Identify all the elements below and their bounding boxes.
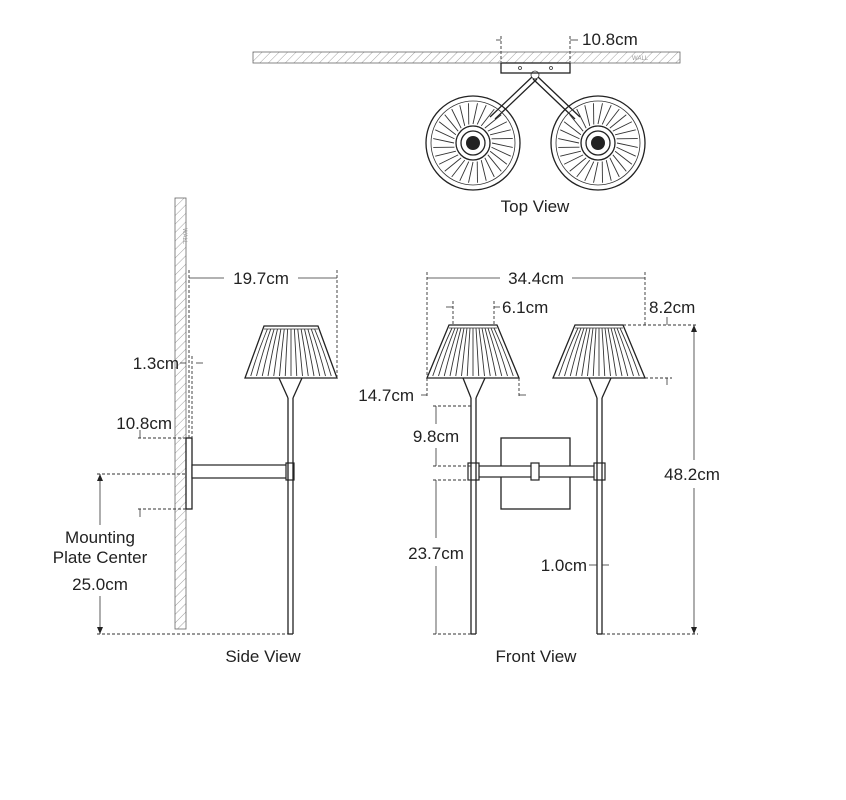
dim-label-top-plate-width: 10.8cm: [582, 30, 638, 49]
top-arm-right-b: [532, 78, 576, 120]
front-stem-right: [588, 377, 612, 635]
dim-label-front-overall-width: 34.4cm: [508, 269, 564, 288]
dim-label-front-lower-stem: 23.7cm: [408, 544, 464, 563]
dim-mounting-height: Mounting Plate Center 25.0cm: [53, 473, 288, 635]
dim-label-front-upper-stem: 9.8cm: [413, 427, 459, 446]
dim-label-side-plate-offset: 1.3cm: [133, 354, 179, 373]
top-mounting-plate: [500, 62, 571, 74]
top-arm-right: [537, 76, 581, 118]
dim-label-front-shade-bottom: 14.7cm: [358, 386, 414, 405]
front-shade-left: [426, 324, 520, 379]
top-plate-screw-left: [518, 66, 522, 70]
dim-label-mounting-1: Mounting: [65, 528, 135, 547]
dim-front-stem-width: 1.0cm: [541, 556, 609, 575]
dim-label-side-extension: 19.7cm: [233, 269, 289, 288]
dim-label-front-stem-width: 1.0cm: [541, 556, 587, 575]
dim-front-shade-bottom: 14.7cm: [358, 378, 526, 405]
top-view: WALL 10.8cm: [252, 30, 681, 216]
dim-label-mounting-height: 25.0cm: [72, 575, 128, 594]
dim-front-shade-height: 8.2cm: [623, 298, 695, 385]
dim-front-upper-stem: 9.8cm: [413, 405, 471, 467]
dim-label-front-shade-top: 6.1cm: [502, 298, 548, 317]
front-knuckle-right: [593, 462, 606, 481]
dim-label-mounting-2: Plate Center: [53, 548, 148, 567]
dim-side-plate-offset: 1.3cm: [133, 354, 203, 438]
dim-front-overall-height: 48.2cm: [602, 324, 720, 635]
dim-label-front-overall-height: 48.2cm: [664, 465, 720, 484]
front-crossbar-center: [530, 462, 540, 481]
front-view: 34.4cm 6.1cm 8.2cm 14.7cm: [358, 269, 720, 666]
dim-top-plate-width: 10.8cm: [496, 30, 638, 62]
dim-front-lower-stem: 23.7cm: [408, 479, 471, 635]
front-view-label: Front View: [496, 647, 578, 666]
front-knuckle-left: [467, 462, 480, 481]
top-wall-tag: WALL: [632, 56, 649, 62]
top-view-label: Top View: [501, 197, 570, 216]
dim-label-side-plate-height: 10.8cm: [116, 414, 172, 433]
top-arm-left-b: [494, 78, 538, 120]
dim-side-plate-height: 10.8cm: [116, 414, 186, 517]
dim-front-overall-width: 34.4cm: [426, 269, 646, 378]
side-mounting-plate: [185, 437, 193, 510]
top-shade-right: [550, 95, 646, 191]
dim-front-shade-top: 6.1cm: [446, 298, 548, 325]
side-arm-knuckle: [285, 462, 295, 481]
dim-side-extension: 19.7cm: [188, 269, 338, 438]
top-plate-screw-right: [549, 66, 553, 70]
front-stem-left: [462, 377, 486, 635]
top-wall: [252, 51, 681, 64]
top-arm-hub: [530, 70, 540, 80]
top-shade-left: [425, 95, 521, 191]
side-stem: [278, 377, 303, 635]
side-view-label: Side View: [225, 647, 301, 666]
side-wall: [174, 197, 187, 630]
side-shade: [244, 325, 338, 379]
top-arm-left: [489, 76, 533, 118]
front-shade-right: [552, 324, 646, 379]
side-arm: [191, 464, 288, 479]
side-wall-tag: WALL: [181, 228, 187, 245]
side-view: WALL 19.7cm 1.3cm: [53, 197, 338, 666]
dim-label-front-shade-height: 8.2cm: [649, 298, 695, 317]
